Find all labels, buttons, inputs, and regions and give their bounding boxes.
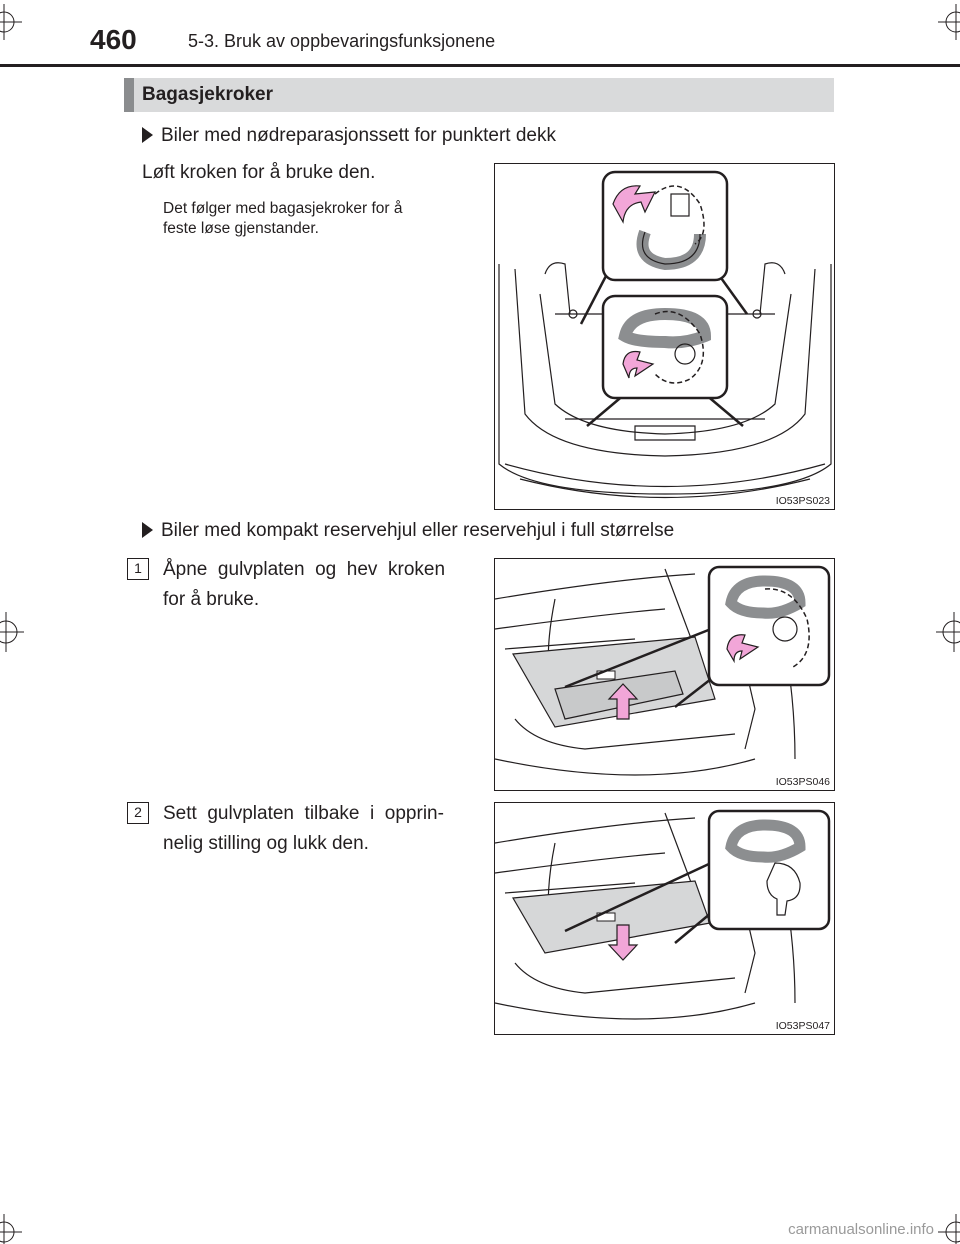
step-2-line-2: nelig stilling og lukk den. xyxy=(163,833,369,854)
bullet-condition-spare-wheel: Biler med kompakt reservehjul eller rese… xyxy=(142,520,674,542)
note-line-2: feste løse gjenstander. xyxy=(163,220,319,237)
step-2-line-1: Sett gulvplaten tilbake i opprin- xyxy=(163,803,444,824)
header-divider xyxy=(0,64,960,67)
bullet-text: Biler med nødreparasjonssett for punkter… xyxy=(161,125,556,146)
hook-inset-top xyxy=(612,185,706,271)
floorboard-open-illustration xyxy=(495,565,831,776)
figure-close-floorboard: IO53PS047 xyxy=(494,802,835,1035)
figure-code: IO53PS023 xyxy=(775,495,830,507)
note-text: Det følger med bagasjekroker for å feste… xyxy=(163,199,483,239)
cargo-area-illustration xyxy=(498,170,832,499)
step-1-line-2: for å bruke. xyxy=(163,589,260,610)
triangle-bullet-icon xyxy=(142,127,153,143)
hook-inset-bottom xyxy=(618,307,712,384)
figure-cargo-hooks-repair-kit: IO53PS023 xyxy=(494,163,835,510)
footer-watermark[interactable]: carmanualsonline.info xyxy=(788,1221,934,1238)
page-number: 460 xyxy=(90,24,137,55)
instruction-lift-hook: Løft kroken for å bruke den. xyxy=(142,162,376,183)
note-line-1: Det følger med bagasjekroker for å xyxy=(163,200,403,217)
figure-code: IO53PS047 xyxy=(775,1020,830,1032)
section-title: Bagasjekroker xyxy=(142,84,273,105)
chapter-title: 5-3. Bruk av oppbevaringsfunksjonene xyxy=(188,31,496,51)
triangle-bullet-icon xyxy=(142,522,153,538)
step-number-1: 1 xyxy=(127,558,149,580)
floorboard-close-illustration xyxy=(495,809,831,1020)
step-1-line-1: Åpne gulvplaten og hev kroken xyxy=(163,559,446,580)
step-number-2: 2 xyxy=(127,802,149,824)
step-2-text: Sett gulvplaten tilbake i opprin- nelig … xyxy=(163,799,479,859)
figure-code: IO53PS046 xyxy=(775,776,830,788)
figure-open-floorboard: IO53PS046 xyxy=(494,558,835,791)
bullet-text: Biler med kompakt reservehjul eller rese… xyxy=(161,520,675,541)
section-header: Bagasjekroker xyxy=(124,78,834,112)
step-1-text: Åpne gulvplaten og hev kroken for å bruk… xyxy=(163,555,479,615)
bullet-condition-repair-kit: Biler med nødreparasjonssett for punkter… xyxy=(142,125,556,147)
